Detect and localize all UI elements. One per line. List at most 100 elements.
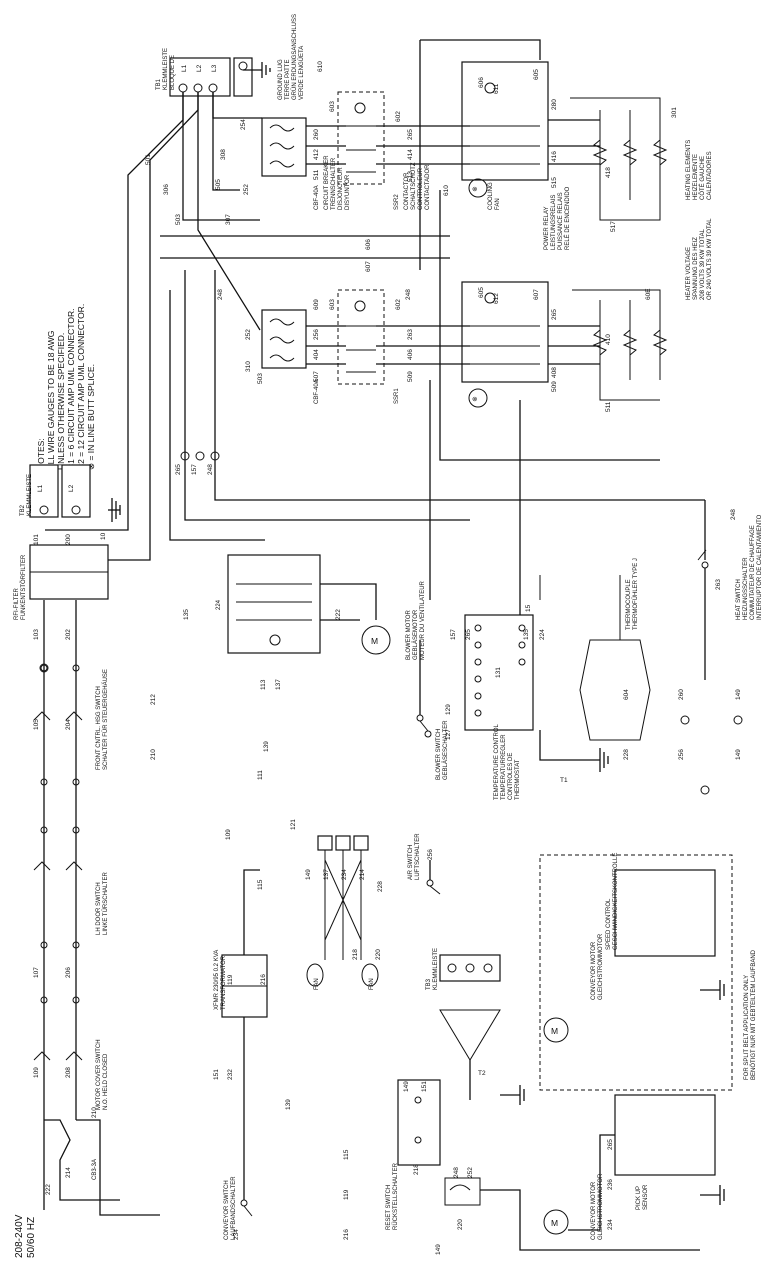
supply-wiring: [45, 92, 261, 561]
cb3-label: CB3-3A: [92, 1159, 98, 1180]
notes-line-5: C2 = 12 CIRCUIT AMP UML CONNECTOR.: [76, 304, 86, 470]
wire-label-511: 509: [551, 381, 558, 392]
ground-lug-label-2: TERRE PATTE: [285, 60, 291, 100]
inline-splices: [39, 451, 743, 795]
heating-upper-desc-3: CÔTÉ GAUCHE: [699, 156, 706, 200]
wire-label-127: 129: [445, 704, 452, 715]
front-switch-desc-1: FRONT CNTRL. HSG SWITCH: [96, 686, 102, 770]
conveyor-switch: CONVEYOR SWITCH LAUFBANDSCHALTER: [224, 1050, 253, 1240]
temp-control-desc-2: TEMPERATURREGLER: [501, 734, 507, 800]
speed-control-upper-desc-1: SPEED CONTROL: [606, 898, 612, 950]
terminal-block-tb1: L1 L2 L3 TB1 KLEMMLEISTE BLOQUE DE: [156, 48, 253, 97]
wire-label-149: 149: [305, 869, 312, 880]
wire-label-125: 127: [445, 729, 452, 740]
wire-label-151: 151: [213, 1069, 220, 1080]
wire-label-111: 111: [257, 770, 264, 780]
heating-upper-desc-2: HEIZELEMENTE: [693, 154, 699, 200]
heat-switch-desc-4: INTERRUPTOR DE CALENTAMIENTO: [757, 514, 763, 620]
wire-label-232: 232: [227, 1069, 234, 1080]
tb1-terminal-l1: L1: [181, 64, 188, 72]
notes-line-1: NOTES:: [36, 438, 46, 470]
wire-label-220b: 220: [457, 1219, 464, 1230]
blower-switch: BLOWER SWITCH GEBLÄSESCHALTER: [416, 640, 449, 780]
wire-label-605b: 605: [478, 287, 485, 298]
cooling-fan-upper-2: FAN: [495, 198, 501, 210]
wire-label-212: 212: [150, 694, 157, 705]
wire-label-202: 202: [65, 629, 72, 640]
rfi-filter-desc-1: RFI-FILTER: [14, 587, 20, 620]
ground-lug-top: GROUND LUG TERRE PATTE GRÜN ERDUNGSANSCH…: [243, 14, 305, 100]
thermocouple-upper: THERMOCOUPLE THERMOFÜHLER TYPE J: [539, 558, 651, 741]
air-switch-desc-1: AIR SWITCH: [408, 845, 414, 880]
heater-voltage-1: HEATER VOLTAGE: [686, 247, 692, 300]
temp-control-desc-1: TEMPERATURE CONTROL: [494, 723, 500, 800]
wire-label-113: 113: [260, 679, 267, 690]
heat-switch-desc-2: HEIZUNGSSCHALTER: [743, 557, 749, 620]
contactor-lower: SSR1: [337, 289, 400, 404]
tb1-terminal-l2: L2: [196, 64, 203, 72]
wire-label-216b: 216: [343, 1229, 350, 1240]
wire-label-135: 139: [263, 741, 270, 752]
heater-voltage-2: SPANNUNG DES HEIZ: [693, 237, 699, 300]
wire-label-109b: 109: [225, 829, 232, 840]
wire-label-305: 263: [407, 329, 414, 340]
wire-label-214: 214: [65, 1167, 72, 1178]
wire-label-60e: 60E: [645, 288, 652, 300]
wire-label-157b: 157: [450, 629, 457, 640]
ground-lug-label-1: GROUND LUG: [278, 59, 284, 100]
wire-number-labels: 501 306 503 307 254 308 505 252 260 412 …: [33, 61, 742, 1255]
heating-upper-desc-1: HEATING ELEMENTS: [686, 140, 692, 200]
wire-label-137b: 149: [435, 1244, 442, 1255]
transformer-desc-2: TRANSFORMATOR: [221, 955, 227, 1010]
wire-label-606b: 606: [365, 239, 372, 250]
wire-label-609: 609: [313, 299, 320, 310]
transformer-desc-1: XFMR 230/95 0.2 KVA: [214, 950, 220, 1010]
wire-label-252: 248: [453, 1167, 460, 1178]
wire-label-280d: 248: [730, 509, 737, 520]
wire-label-521: 517: [610, 221, 617, 232]
blower-motor-symbol: M: [371, 636, 378, 646]
wire-label-149b: 149: [735, 689, 742, 700]
conveyor-motor-lower-desc-2: GLEICHSTROMMOTOR: [598, 1173, 604, 1240]
wire-label-610b: 610: [443, 185, 450, 196]
wire-label-234: 234: [233, 1229, 240, 1240]
wire-label-280c: 248: [207, 464, 214, 475]
cb-upper-desc-2: TRENNSCHALTER: [331, 157, 337, 210]
heat-switch-desc-1: HEAT SWITCH: [736, 579, 742, 620]
wire-label-306: 265: [407, 129, 414, 140]
conveyor-motor-lower-desc-1: CONVEYOR MOTOR: [591, 1181, 597, 1240]
cb-upper-desc-3: DISJONCTEUR: [338, 167, 344, 210]
cooling-fan-lower-symbol: ⊗: [472, 396, 478, 403]
heat-switch-desc-3: COMMUTATEUR DE CHAUFFAGE: [750, 525, 756, 620]
wire-label-304: 260: [313, 129, 320, 140]
cb-upper-desc-1: CIRCUIT BREAKER: [324, 155, 330, 210]
motor-cover-switch-desc-2: N.O. HELD CLOSED: [103, 1053, 109, 1110]
heating-upper-desc-4: CALENTADORES: [707, 151, 713, 200]
conveyor-motor-upper-desc-2: GLEICHSTROMMOTOR: [598, 933, 604, 1000]
transformer: XFMR 230/95 0.2 KVA TRANSFORMATOR: [214, 869, 268, 1050]
wire-label-210b: 210: [150, 749, 157, 760]
temp-control-desc-3: CONTROLES DE: [508, 753, 514, 800]
cb-lower-label: CBF-40A: [314, 379, 320, 404]
wire-label-607b: 607: [533, 289, 540, 300]
wire-label-260: 260: [678, 689, 685, 700]
contactor-224: 224: [216, 554, 321, 654]
contactor-upper: SSR2 CONTACTOR SCHALTSCHÜTZ CONTROLEUR C…: [337, 91, 431, 210]
wire-label-604: 604: [623, 689, 630, 700]
wire-label-603b: 603: [329, 299, 336, 310]
wire-label-222b: 222: [335, 609, 342, 620]
cooling-fan-upper-1: COOLING: [488, 182, 494, 210]
thermocouple-upper-desc-1: THERMOCOUPLE: [626, 579, 632, 630]
wire-label-406: 308: [220, 149, 227, 160]
wire-label-602: 602: [395, 111, 402, 122]
wire-label-416: 412: [313, 149, 320, 160]
wire-label-603: 603: [329, 101, 336, 112]
contactor-224-label: 224: [216, 599, 222, 610]
wire-label-133: 137: [275, 679, 282, 690]
ssr2-label: SSR2: [394, 194, 400, 210]
split-belt-note-1: FOR SPLIT BELT APPLICATION ONLY: [744, 975, 750, 1080]
temp-control-desc-4: THERMOSTAT: [515, 759, 521, 800]
front-switch-desc-2: SCHALTER FÜR STEUERGEHÄUSE: [102, 669, 109, 770]
wire-label-310: 301: [671, 107, 678, 118]
